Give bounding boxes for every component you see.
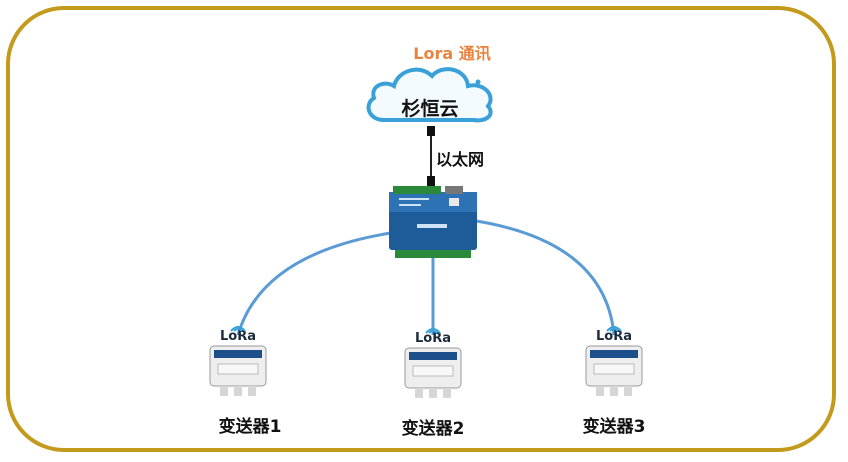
lora-label-2: LoRa (415, 331, 451, 346)
wireless-signal-icon (425, 328, 441, 334)
ethernet-plug-top (427, 126, 435, 136)
frame-border (6, 6, 836, 452)
transmitter-device-icon (585, 345, 643, 396)
transmitter-label-2: 变送器2 (401, 419, 465, 439)
transmitter-device-icon (404, 347, 462, 398)
link-gateway-tx1 (236, 230, 398, 336)
transmitter-label-3: 变送器3 (582, 417, 646, 437)
transmitter-device-icon (209, 345, 267, 396)
transmitter-label-1: 变送器1 (218, 417, 282, 437)
ethernet-label: 以太网 (436, 150, 485, 169)
cloud-icon (366, 67, 493, 123)
wireless-signal-icon (230, 326, 246, 332)
diagram-title: Lora 通讯 (413, 44, 491, 63)
lora-label-3: LoRa (596, 329, 632, 344)
ethernet-plug-bottom (427, 176, 435, 186)
wireless-signal-icon (606, 326, 622, 332)
lora-label-1: LoRa (220, 329, 256, 344)
link-gateway-tx3 (469, 218, 616, 336)
gateway-device-icon (389, 186, 477, 258)
cloud-label: 杉恒云 (401, 98, 459, 120)
